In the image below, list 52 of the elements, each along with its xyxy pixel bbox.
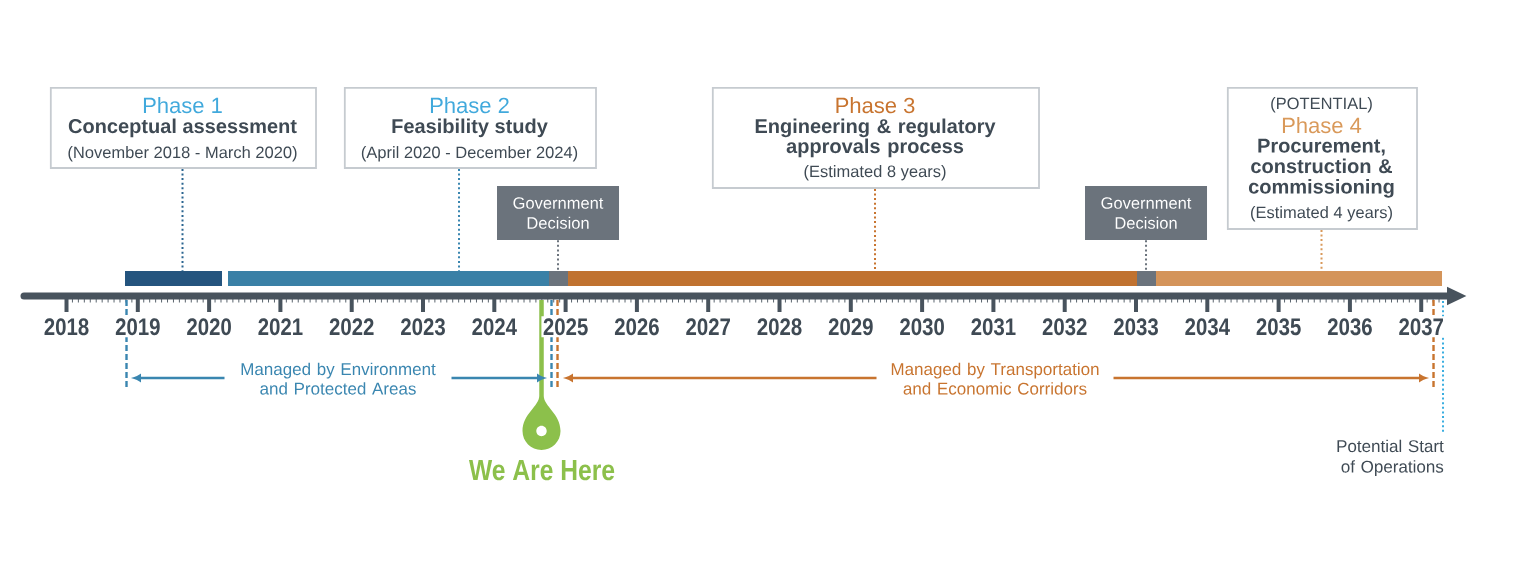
phase-title: Phase 2 xyxy=(430,97,509,114)
timeline-bar xyxy=(228,271,549,286)
year-label: 2033 xyxy=(1111,316,1161,338)
date-range: (November 2018 - March 2020) xyxy=(68,146,297,162)
decision-box: Government Decision xyxy=(1085,186,1207,240)
year-label: 2027 xyxy=(684,316,733,338)
leader-line xyxy=(458,167,460,272)
year-label: 2036 xyxy=(1325,316,1375,338)
phase-name: Conceptual assessment xyxy=(68,118,297,138)
duration-note: (Estimated 4 years) xyxy=(1251,206,1392,222)
year-label: 2037 xyxy=(1397,316,1446,338)
year-label: 2019 xyxy=(113,316,162,338)
phase-name: Feasibility study xyxy=(392,118,548,138)
phase-box xyxy=(343,86,597,169)
year-label: 2034 xyxy=(1183,316,1232,338)
leader-line xyxy=(181,167,184,272)
phase-box xyxy=(711,86,1040,189)
timeline-bar xyxy=(1156,271,1442,286)
span-label: Managed by Environment and Protected Areas xyxy=(224,360,452,397)
leader-line xyxy=(1145,239,1147,272)
phase-box xyxy=(1226,86,1418,230)
decision-box: Government Decision xyxy=(497,186,619,240)
bar-segment xyxy=(549,271,568,286)
marker-label: We Are Here xyxy=(468,460,615,481)
year-label: 2021 xyxy=(256,316,305,338)
phase-title: Phase 4 xyxy=(1282,117,1362,134)
year-label: 2024 xyxy=(470,316,519,338)
timeline-bar xyxy=(568,271,1137,286)
span-label: Managed by Transportation and Economic Corridors xyxy=(876,360,1114,397)
year-label: 2032 xyxy=(1040,316,1089,338)
date-range: (April 2020 - December 2024) xyxy=(361,146,578,162)
phase-name: Procurement, construction & commissioning xyxy=(1248,138,1394,198)
year-label: 2031 xyxy=(969,316,1018,338)
year-label: 2020 xyxy=(184,316,234,338)
timeline-bar xyxy=(125,271,222,286)
bar-segment xyxy=(1137,271,1156,286)
phase-title: Phase 1 xyxy=(143,97,222,114)
phase-box xyxy=(49,86,317,169)
status-note: (POTENTIAL) xyxy=(1271,97,1372,113)
duration-note: (Estimated 8 years) xyxy=(804,165,946,181)
leader-line xyxy=(557,239,559,272)
leader-line xyxy=(1320,228,1323,272)
year-label: 2030 xyxy=(897,316,947,338)
phase-name: Engineering & regulatory approvals process xyxy=(755,118,996,158)
phase-title: Phase 3 xyxy=(836,97,915,114)
year-label: 2028 xyxy=(755,316,804,338)
year-label: 2026 xyxy=(612,316,662,338)
year-label: 2023 xyxy=(398,316,448,338)
year-label: 2029 xyxy=(826,316,875,338)
year-label: 2025 xyxy=(541,316,590,338)
leader-line xyxy=(874,187,876,272)
note-label: Potential Start of Operations xyxy=(1337,439,1444,477)
